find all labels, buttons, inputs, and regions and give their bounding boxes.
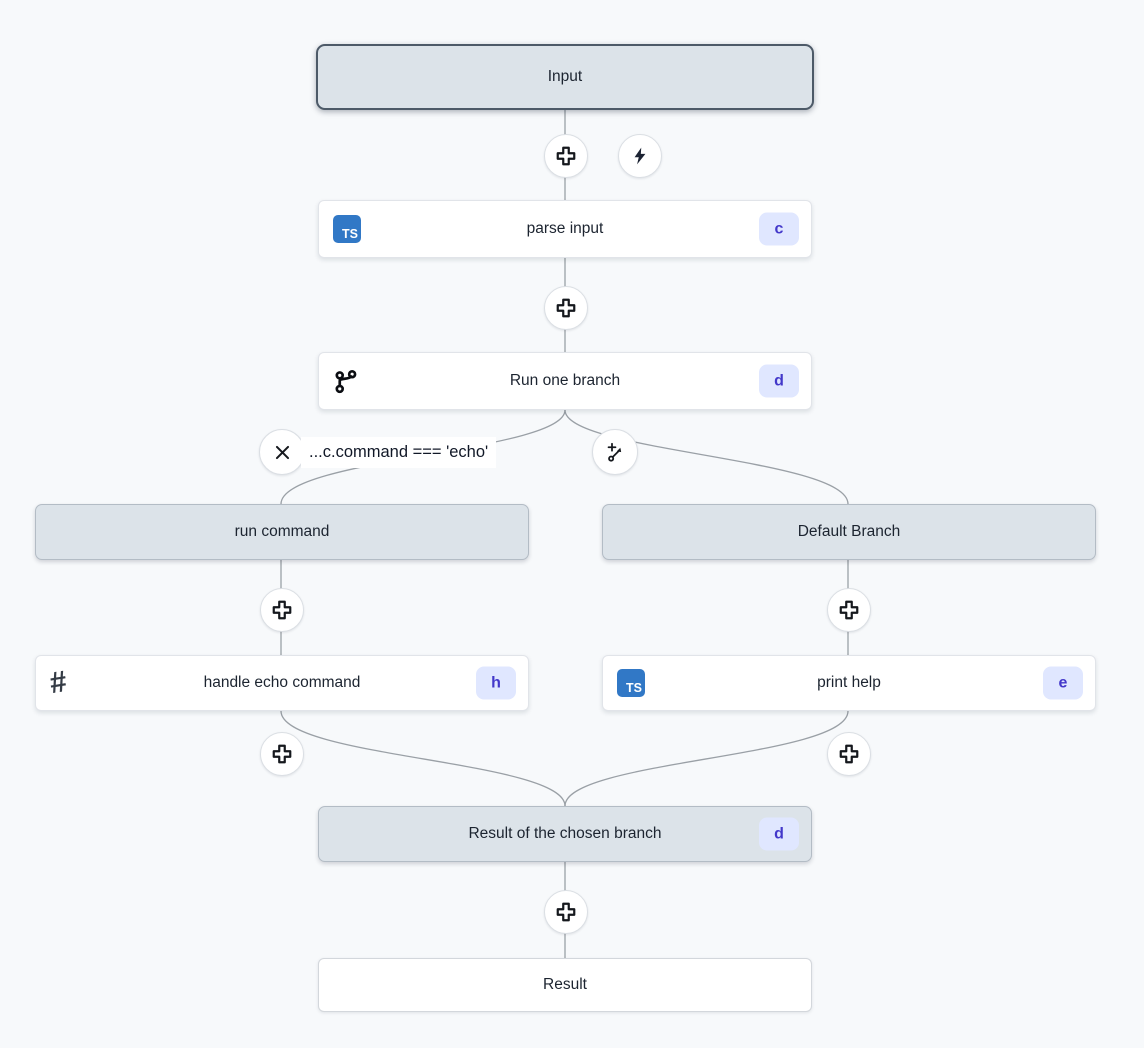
node-handle-echo-label: handle echo command (203, 674, 361, 691)
node-print-help-label: print help (817, 674, 881, 691)
branch-condition-label[interactable]: ...c.command === 'echo' (301, 437, 497, 468)
node-input-label: Input (547, 68, 583, 85)
edge-merge-left (280, 710, 566, 807)
node-run-one-branch-label: Run one branch (509, 372, 621, 389)
edge-merge-right (564, 710, 849, 807)
node-parse-input[interactable]: TS parse input c (318, 200, 812, 258)
typescript-icon: TS (617, 669, 645, 697)
plus-icon (272, 600, 292, 620)
node-result[interactable]: Result (318, 958, 812, 1012)
branch-header-default[interactable]: Default Branch (602, 504, 1096, 560)
lightning-icon (634, 147, 646, 165)
branch-header-run-command[interactable]: run command (35, 504, 529, 560)
typescript-icon-text: TS (617, 669, 645, 697)
step-id-badge: d (759, 817, 799, 851)
node-run-one-branch[interactable]: Run one branch d (318, 352, 812, 410)
trigger-button[interactable] (618, 134, 662, 178)
step-id-badge: c (759, 212, 799, 246)
plus-icon (556, 902, 576, 922)
node-branch-result[interactable]: Result of the chosen branch d (318, 806, 812, 862)
add-step-button-5[interactable] (260, 732, 304, 776)
node-parse-input-label: parse input (526, 220, 604, 237)
branch-header-label: Default Branch (797, 523, 901, 540)
add-step-button-7[interactable] (544, 890, 588, 934)
add-step-button-2[interactable] (544, 286, 588, 330)
step-id-badge: h (476, 666, 516, 700)
close-icon (275, 445, 289, 459)
add-branch-icon (607, 442, 621, 462)
node-print-help[interactable]: TS print help e (602, 655, 1096, 711)
typescript-icon-text: TS (333, 215, 361, 243)
node-input[interactable]: Input (316, 44, 814, 110)
node-result-label: Result (543, 976, 587, 993)
plus-icon (839, 744, 859, 764)
add-branch-button[interactable] (592, 429, 638, 475)
remove-branch-button[interactable] (259, 429, 305, 475)
git-branch-icon (333, 368, 360, 395)
plus-icon (556, 146, 576, 166)
add-step-button-3[interactable] (260, 588, 304, 632)
add-step-button-6[interactable] (827, 732, 871, 776)
plus-icon (839, 600, 859, 620)
step-id-badge: e (1043, 666, 1083, 700)
add-step-button-4[interactable] (827, 588, 871, 632)
typescript-icon: TS (333, 215, 361, 243)
branch-header-label: run command (234, 523, 330, 540)
plus-icon (556, 298, 576, 318)
hash-icon: # (47, 664, 70, 701)
node-branch-result-label: Result of the chosen branch (468, 825, 662, 842)
add-step-button-1[interactable] (544, 134, 588, 178)
plus-icon (272, 744, 292, 764)
step-id-badge: d (759, 364, 799, 398)
node-handle-echo-command[interactable]: # handle echo command h (35, 655, 529, 711)
